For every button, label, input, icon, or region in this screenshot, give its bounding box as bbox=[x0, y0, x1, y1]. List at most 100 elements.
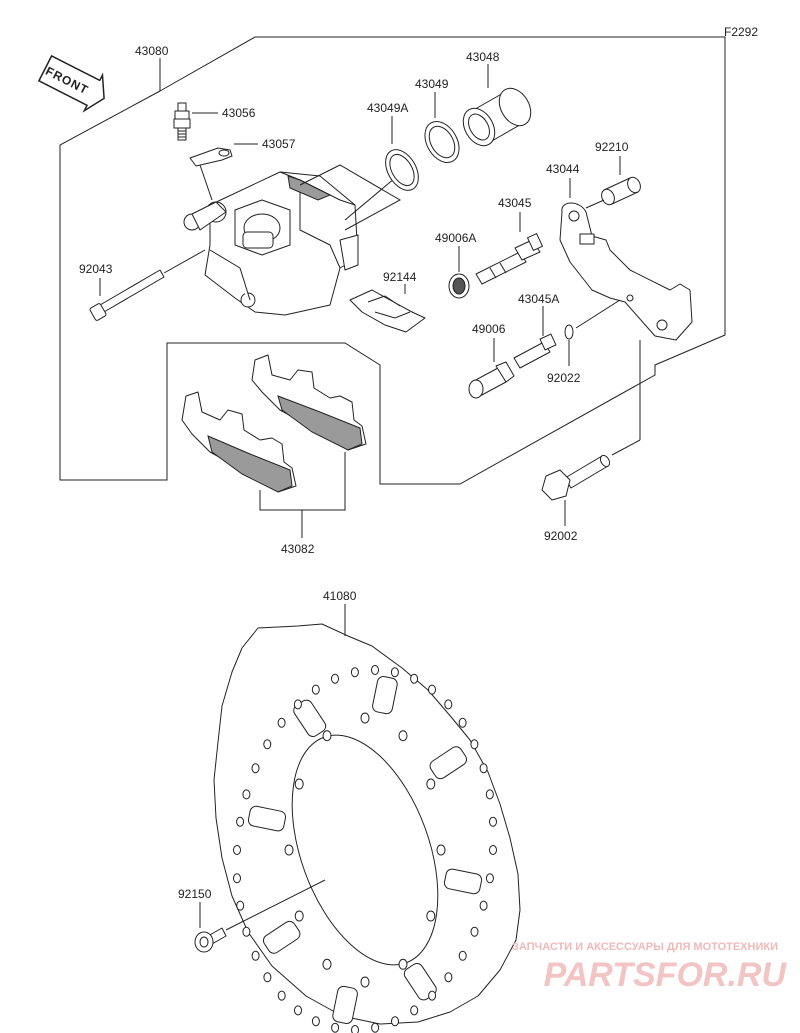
label-92144: 92144 bbox=[383, 270, 417, 284]
disc-inner-hole bbox=[426, 910, 436, 922]
disc-bolt-92150 bbox=[194, 927, 227, 953]
disc-hole bbox=[294, 1005, 302, 1016]
disc-hole bbox=[236, 816, 245, 827]
brake-pad-front bbox=[181, 391, 297, 493]
disc-hole bbox=[485, 789, 494, 800]
disc-inner-hole bbox=[360, 712, 370, 724]
caliper-bolt-92043 bbox=[89, 269, 165, 321]
disc-hole bbox=[242, 926, 251, 937]
disc-hole bbox=[390, 667, 399, 678]
disc-inner-hole bbox=[322, 730, 332, 742]
label-41080: 41080 bbox=[323, 589, 357, 603]
label-43045a: 43045A bbox=[518, 292, 559, 306]
label-43048: 43048 bbox=[466, 50, 500, 64]
brake-pad-rear bbox=[251, 354, 367, 451]
disc-inner-hole bbox=[294, 778, 304, 790]
bleeder-cap bbox=[189, 147, 233, 167]
pad-spring-92144 bbox=[349, 289, 426, 333]
disc-hole bbox=[458, 717, 467, 728]
disc-hole bbox=[233, 873, 241, 884]
disc-hole bbox=[458, 950, 467, 961]
disc-hole bbox=[470, 926, 479, 937]
disc-slot bbox=[247, 805, 287, 832]
disc-hole bbox=[263, 739, 272, 750]
front-arrow-icon: FRONT bbox=[37, 54, 105, 113]
disc-inner-hole bbox=[294, 910, 304, 922]
boot-49006 bbox=[468, 361, 515, 399]
label-43080: 43080 bbox=[135, 44, 169, 58]
slide-pin-43045a bbox=[513, 333, 557, 369]
disc-hole bbox=[371, 665, 379, 675]
piston bbox=[462, 87, 532, 147]
disc-hole bbox=[251, 950, 260, 961]
label-49006a: 49006A bbox=[435, 231, 476, 245]
caliper-holder-43044 bbox=[559, 202, 693, 341]
disc-hole bbox=[470, 739, 479, 750]
label-43045: 43045 bbox=[498, 196, 532, 210]
disc-hole bbox=[350, 667, 359, 678]
disc-slot bbox=[372, 676, 398, 715]
label-43057: 43057 bbox=[262, 137, 296, 151]
disc-hole bbox=[489, 845, 497, 855]
label-43056: 43056 bbox=[222, 106, 256, 120]
disc-hole bbox=[428, 684, 436, 695]
disc-slot bbox=[332, 985, 358, 1024]
disc-hole bbox=[410, 673, 419, 684]
boot-49006a bbox=[448, 273, 470, 299]
label-92210: 92210 bbox=[595, 140, 629, 154]
holder-bolt-92002 bbox=[541, 454, 611, 501]
disc-hole bbox=[263, 972, 272, 983]
disc-hole bbox=[428, 990, 437, 1001]
seal-43049a bbox=[385, 149, 419, 191]
disc-hole bbox=[444, 972, 453, 983]
disc-hole bbox=[233, 845, 241, 855]
caliper-body bbox=[183, 171, 359, 316]
disc-hole bbox=[311, 1016, 320, 1027]
label-92002: 92002 bbox=[544, 529, 578, 543]
disc-inner-hole bbox=[284, 844, 294, 856]
disc-hole bbox=[277, 717, 286, 728]
disc-hole bbox=[371, 1022, 380, 1033]
disc-hole bbox=[391, 1016, 399, 1027]
disc-hole bbox=[331, 673, 339, 684]
caliper-assy-frame bbox=[59, 36, 726, 485]
disc-slot bbox=[443, 868, 483, 895]
disc-inner-hole bbox=[426, 778, 436, 790]
disc-slot bbox=[262, 920, 301, 954]
collar-92210 bbox=[601, 176, 641, 206]
disc-inner-hole bbox=[398, 730, 408, 742]
label-92022: 92022 bbox=[547, 371, 581, 385]
disc-hole bbox=[236, 900, 245, 911]
disc-hole bbox=[444, 699, 453, 710]
disc-hole bbox=[479, 763, 488, 774]
label-43044: 43044 bbox=[546, 162, 580, 176]
disc-hole bbox=[242, 789, 251, 800]
disc-inner-hole bbox=[322, 958, 332, 970]
brake-disc bbox=[213, 623, 521, 1033]
disc-hole bbox=[410, 1005, 419, 1016]
seal-43049 bbox=[424, 121, 460, 163]
disc-hole bbox=[489, 816, 497, 827]
circlip-92022 bbox=[564, 324, 574, 340]
disc-inner-hole bbox=[360, 976, 370, 988]
label-92043: 92043 bbox=[79, 262, 113, 276]
disc-hole bbox=[479, 900, 488, 911]
bleeder-valve bbox=[173, 102, 191, 141]
label-49006: 49006 bbox=[472, 322, 506, 336]
disc-hole bbox=[331, 1022, 340, 1033]
disc-hole bbox=[485, 873, 494, 884]
slide-pin-43045 bbox=[475, 233, 543, 285]
disc-hole bbox=[293, 699, 302, 710]
watermark-tagline: ЗАПЧАСТИ И АКСЕССУАРЫ ДЛЯ МОТОТЕХНИКИ bbox=[512, 941, 778, 953]
disc-slot bbox=[429, 746, 468, 780]
disc-inner-hole bbox=[436, 844, 446, 856]
disc-hole bbox=[251, 763, 260, 774]
disc-hole bbox=[311, 684, 320, 695]
label-43082: 43082 bbox=[281, 542, 315, 556]
disc-hole bbox=[351, 1025, 359, 1033]
disc-inner-hole bbox=[398, 958, 408, 970]
label-43049: 43049 bbox=[415, 77, 449, 91]
label-92150: 92150 bbox=[178, 887, 212, 901]
watermark-logo: PARTSFOR.RU bbox=[544, 956, 788, 994]
